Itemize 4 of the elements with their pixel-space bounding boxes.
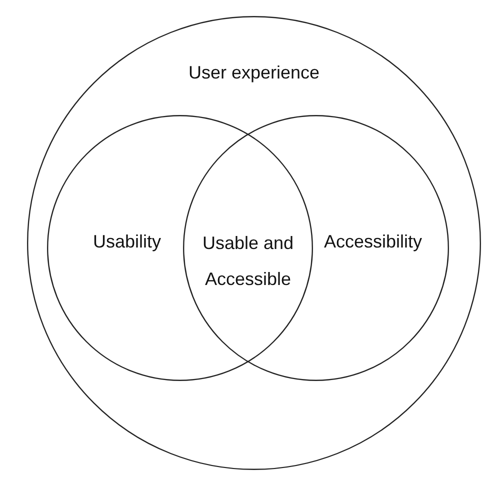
circle-label: Usability <box>92 232 162 252</box>
circle-label: Accessibility <box>324 232 422 252</box>
overlap-label: Usable and Accessible <box>201 232 295 291</box>
circle-label: User experience <box>188 62 320 84</box>
